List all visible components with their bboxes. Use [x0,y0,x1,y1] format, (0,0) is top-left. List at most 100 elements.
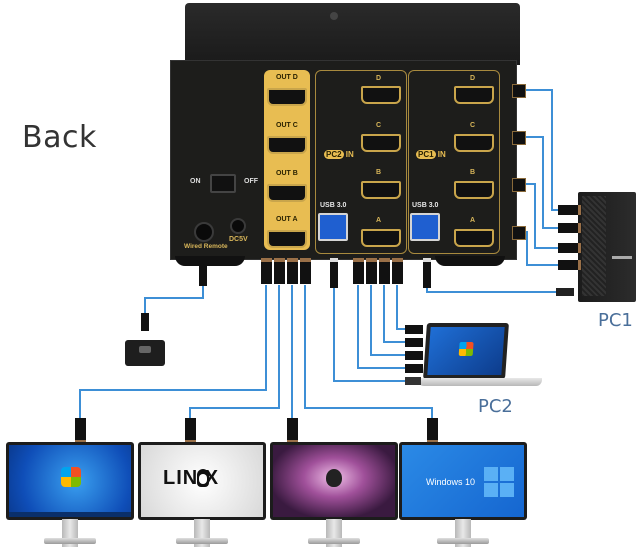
plug-pc1-c [512,131,526,145]
cable-out-a [79,285,267,420]
pc2-hdmi-plug-2 [405,338,423,347]
apple-logo-icon [326,469,342,487]
pc1-usb-label: USB 3.0 [412,202,439,209]
hdmi-pc2-c-port[interactable] [361,134,401,152]
hdmi-pc2-a-port[interactable] [361,229,401,247]
plug-pc2-d [392,258,403,284]
monitor-macos [270,442,398,520]
windows10-text: Windows 10 [426,477,476,487]
kvm-foot-right [435,256,505,266]
plug-pc2-a [353,258,364,284]
power-on-label: ON [190,178,201,185]
pc2-hdmi-plug-1 [405,325,423,334]
monitor-3-screen [273,445,395,517]
plug-pc2-b [366,258,377,284]
pc2-hdmi-plug-3 [405,351,423,360]
cable-pc2-d [396,285,405,330]
dc-power-jack[interactable] [230,218,246,234]
tux-penguin-icon [197,469,209,487]
pc2-port-b-label: B [376,169,382,176]
out-c-label: OUT C [276,122,298,129]
windows10-logo-icon [484,467,514,497]
cable-pc2-b [370,285,405,356]
monitor-4-base [437,538,489,544]
pc2-laptop-screen [423,323,509,379]
cable-pc1-b [522,183,560,249]
pc1-port-c-label: C [470,122,476,129]
cable-pc2-c [383,285,405,343]
pc2-laptop-base [418,378,542,386]
pc2-input-panel [315,70,407,254]
plug-out-c [287,258,298,284]
cable-pc1-usb [426,285,558,293]
plug-out-d [300,258,311,284]
cable-out-b [189,285,280,420]
monitor-2-base [176,538,228,544]
power-off-label: OFF [244,178,258,185]
usb-b-pc2-port[interactable] [318,213,348,241]
remote-cable-plug [141,313,149,331]
cable-pc1-c [522,136,560,229]
hdmi-out-b-port[interactable] [267,184,307,202]
usb-b-pc1-port[interactable] [410,213,440,241]
monitor-windows7 [6,442,134,520]
pc1-port-d-label: D [470,75,476,82]
hdmi-pc2-d-port[interactable] [361,86,401,104]
cable-pc1-d [522,89,560,211]
plug-pc1-b [512,178,526,192]
pc2-windows-desktop [427,327,505,375]
wired-remote-jack[interactable] [194,222,214,242]
monitor-3-base [308,538,360,544]
pc2-port-d-label: D [376,75,382,82]
monitor-4-screen: Windows 10 [402,445,524,517]
monitor-linux: LIN X [138,442,266,520]
hdmi-pc1-d-port[interactable] [454,86,494,104]
remote-plug [199,262,207,286]
dc5v-label: DC5V [229,236,248,243]
plug-usb-pc2 [330,258,338,288]
hdmi-out-a-port[interactable] [267,230,307,248]
monitor-windows10: Windows 10 [399,442,527,520]
pc2-label: PC2 [478,396,513,417]
out-b-label: OUT B [276,170,298,177]
back-view-title: Back [22,120,97,155]
pc1-hdmi-plug-4 [558,260,581,270]
pc1-hdmi-plug-1 [558,205,581,215]
monitor-3-plug [287,418,298,444]
pc2-port-a-label: A [376,217,382,224]
taskbar [9,512,131,517]
cable-remote [144,285,204,315]
monitor-2-plug [185,418,196,444]
pc1-hdmi-plug-2 [558,223,581,233]
plug-pc1-a [512,226,526,240]
pc2-usb-label: USB 3.0 [320,202,347,209]
hdmi-pc1-b-port[interactable] [454,181,494,199]
remote-button-icon [139,346,151,353]
power-switch[interactable] [210,174,236,193]
hdmi-out-d-port[interactable] [267,88,307,106]
hdmi-pc2-b-port[interactable] [361,181,401,199]
pc2-port-c-label: C [376,122,382,129]
screw-icon [330,12,338,20]
pc1-in-label: PC1 IN [416,150,446,159]
plug-pc1-d [512,84,526,98]
out-d-label: OUT D [276,74,298,81]
cable-pc2-a [357,285,405,369]
hdmi-pc1-c-port[interactable] [454,134,494,152]
linux-text: LIN X [163,467,220,489]
wired-remote-label: Wired Remote [184,243,228,250]
monitor-4-plug [427,418,438,444]
pc1-badge [612,256,632,259]
pc2-in-label: PC2 IN [324,150,354,159]
pc2-hdmi-plug-4 [405,364,423,373]
plug-out-a [261,258,272,284]
hdmi-out-c-port[interactable] [267,136,307,154]
plug-pc2-c [379,258,390,284]
pc1-vent [582,196,606,296]
windows-logo-icon [458,342,474,356]
hdmi-pc1-a-port[interactable] [454,229,494,247]
cable-out-d [304,285,433,420]
wired-remote-device[interactable] [125,340,165,366]
windows7-logo-icon [61,467,81,487]
